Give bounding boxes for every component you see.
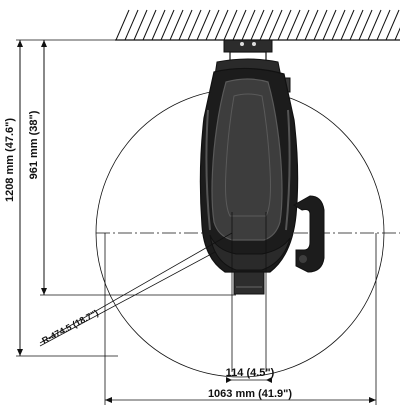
radius-line [39,232,233,344]
ceiling-mounted-device-icon [199,39,325,295]
arm-height-label: 961 mm (38") [28,110,40,179]
ceiling-hatch-icon [115,9,400,41]
radius-label: R-474.5 (18.7") [40,308,100,346]
total-width-label: 1063 mm (41.9") [208,388,292,400]
total-height-label: 1208 mm (47.6") [4,118,16,202]
offset-width-label: 114 (4.5") [226,367,275,379]
ceiling [115,9,400,41]
